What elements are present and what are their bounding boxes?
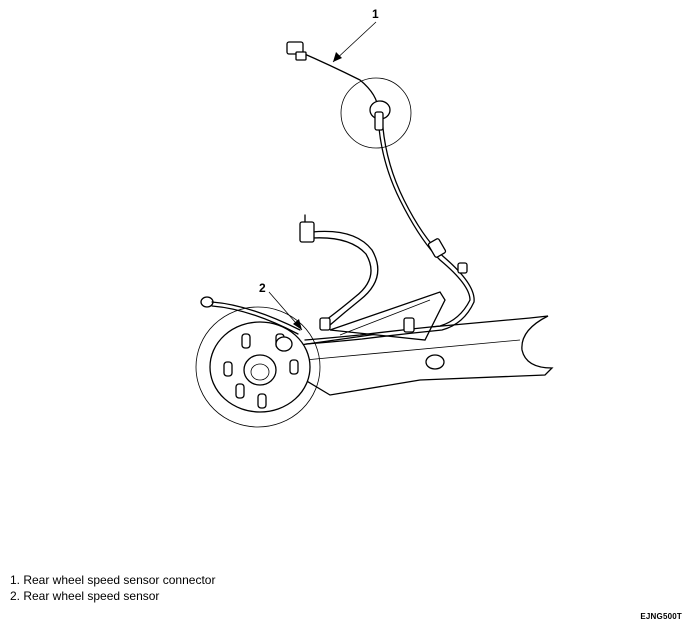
legend: 1. Rear wheel speed sensor connector 2. … (10, 572, 215, 604)
reference-code: EJNG500T (640, 612, 682, 621)
trailing-arm (299, 291, 554, 396)
grommet-detail-circle (340, 77, 412, 149)
callout-1-number: 1 (372, 7, 379, 21)
rear-wheel-speed-sensor-diagram: 1 2 (195, 7, 554, 428)
callout-2-number: 2 (259, 281, 266, 295)
callout-2-arrowhead (293, 319, 302, 330)
legend-item-sensor: 2. Rear wheel speed sensor (10, 589, 160, 603)
callout-1-arrowhead (333, 52, 342, 62)
callout-1-leader (332, 21, 377, 63)
sensor-connector (286, 41, 307, 61)
brake-hose (299, 214, 379, 326)
wheel-hub (195, 306, 321, 428)
legend-item-connector: 1. Rear wheel speed sensor connector (10, 573, 216, 587)
sensor-harness (299, 51, 475, 345)
